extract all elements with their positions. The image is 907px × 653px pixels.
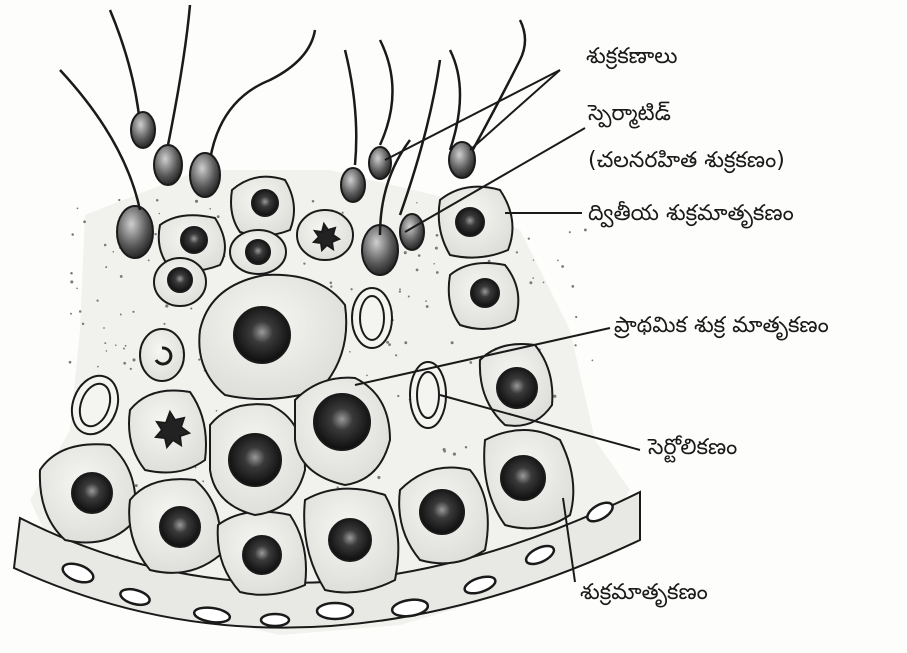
dividing-cell <box>129 390 206 472</box>
secondary-spermatocyte-cell <box>230 230 286 274</box>
spermatogonium-cell <box>40 444 136 542</box>
primary-spermatocyte-cell <box>210 404 305 515</box>
label-sperm: శుక్రకణాలు <box>586 46 678 68</box>
spermatid-head <box>400 214 424 250</box>
label-spermatid-note: (చలనరహిత శుక్రకణం) <box>588 150 785 172</box>
spermatogonium-cell <box>399 468 488 564</box>
spermatid-head <box>117 206 153 258</box>
secondary-spermatocyte-cell <box>231 177 294 236</box>
secondary-spermatocyte-cell <box>449 263 519 329</box>
label-spermatid: స్పెర్మాటిడ్ <box>588 103 671 125</box>
secondary-spermatocyte-cell <box>154 258 206 306</box>
secondary-spermatocyte-cell <box>439 187 513 258</box>
primary-spermatocyte-cell <box>295 378 390 485</box>
spermatogonium-cell <box>484 430 573 528</box>
small-cell <box>140 329 184 381</box>
label-secondary-spermatocyte: ద్వితీయ శుక్రమాతృకణం <box>588 203 794 225</box>
spermatogonium-cell <box>304 489 398 593</box>
label-sertoli-cell: సెర్టోలికణం <box>648 437 737 459</box>
dividing-secondary-cell <box>297 210 353 260</box>
label-primary-spermatocyte: ప్రాథమిక శుక్ర మాతృకణం <box>614 315 829 337</box>
spermatogonium-cell <box>129 479 221 573</box>
label-spermatogonium: శుక్రమాతృకణం <box>580 582 708 604</box>
